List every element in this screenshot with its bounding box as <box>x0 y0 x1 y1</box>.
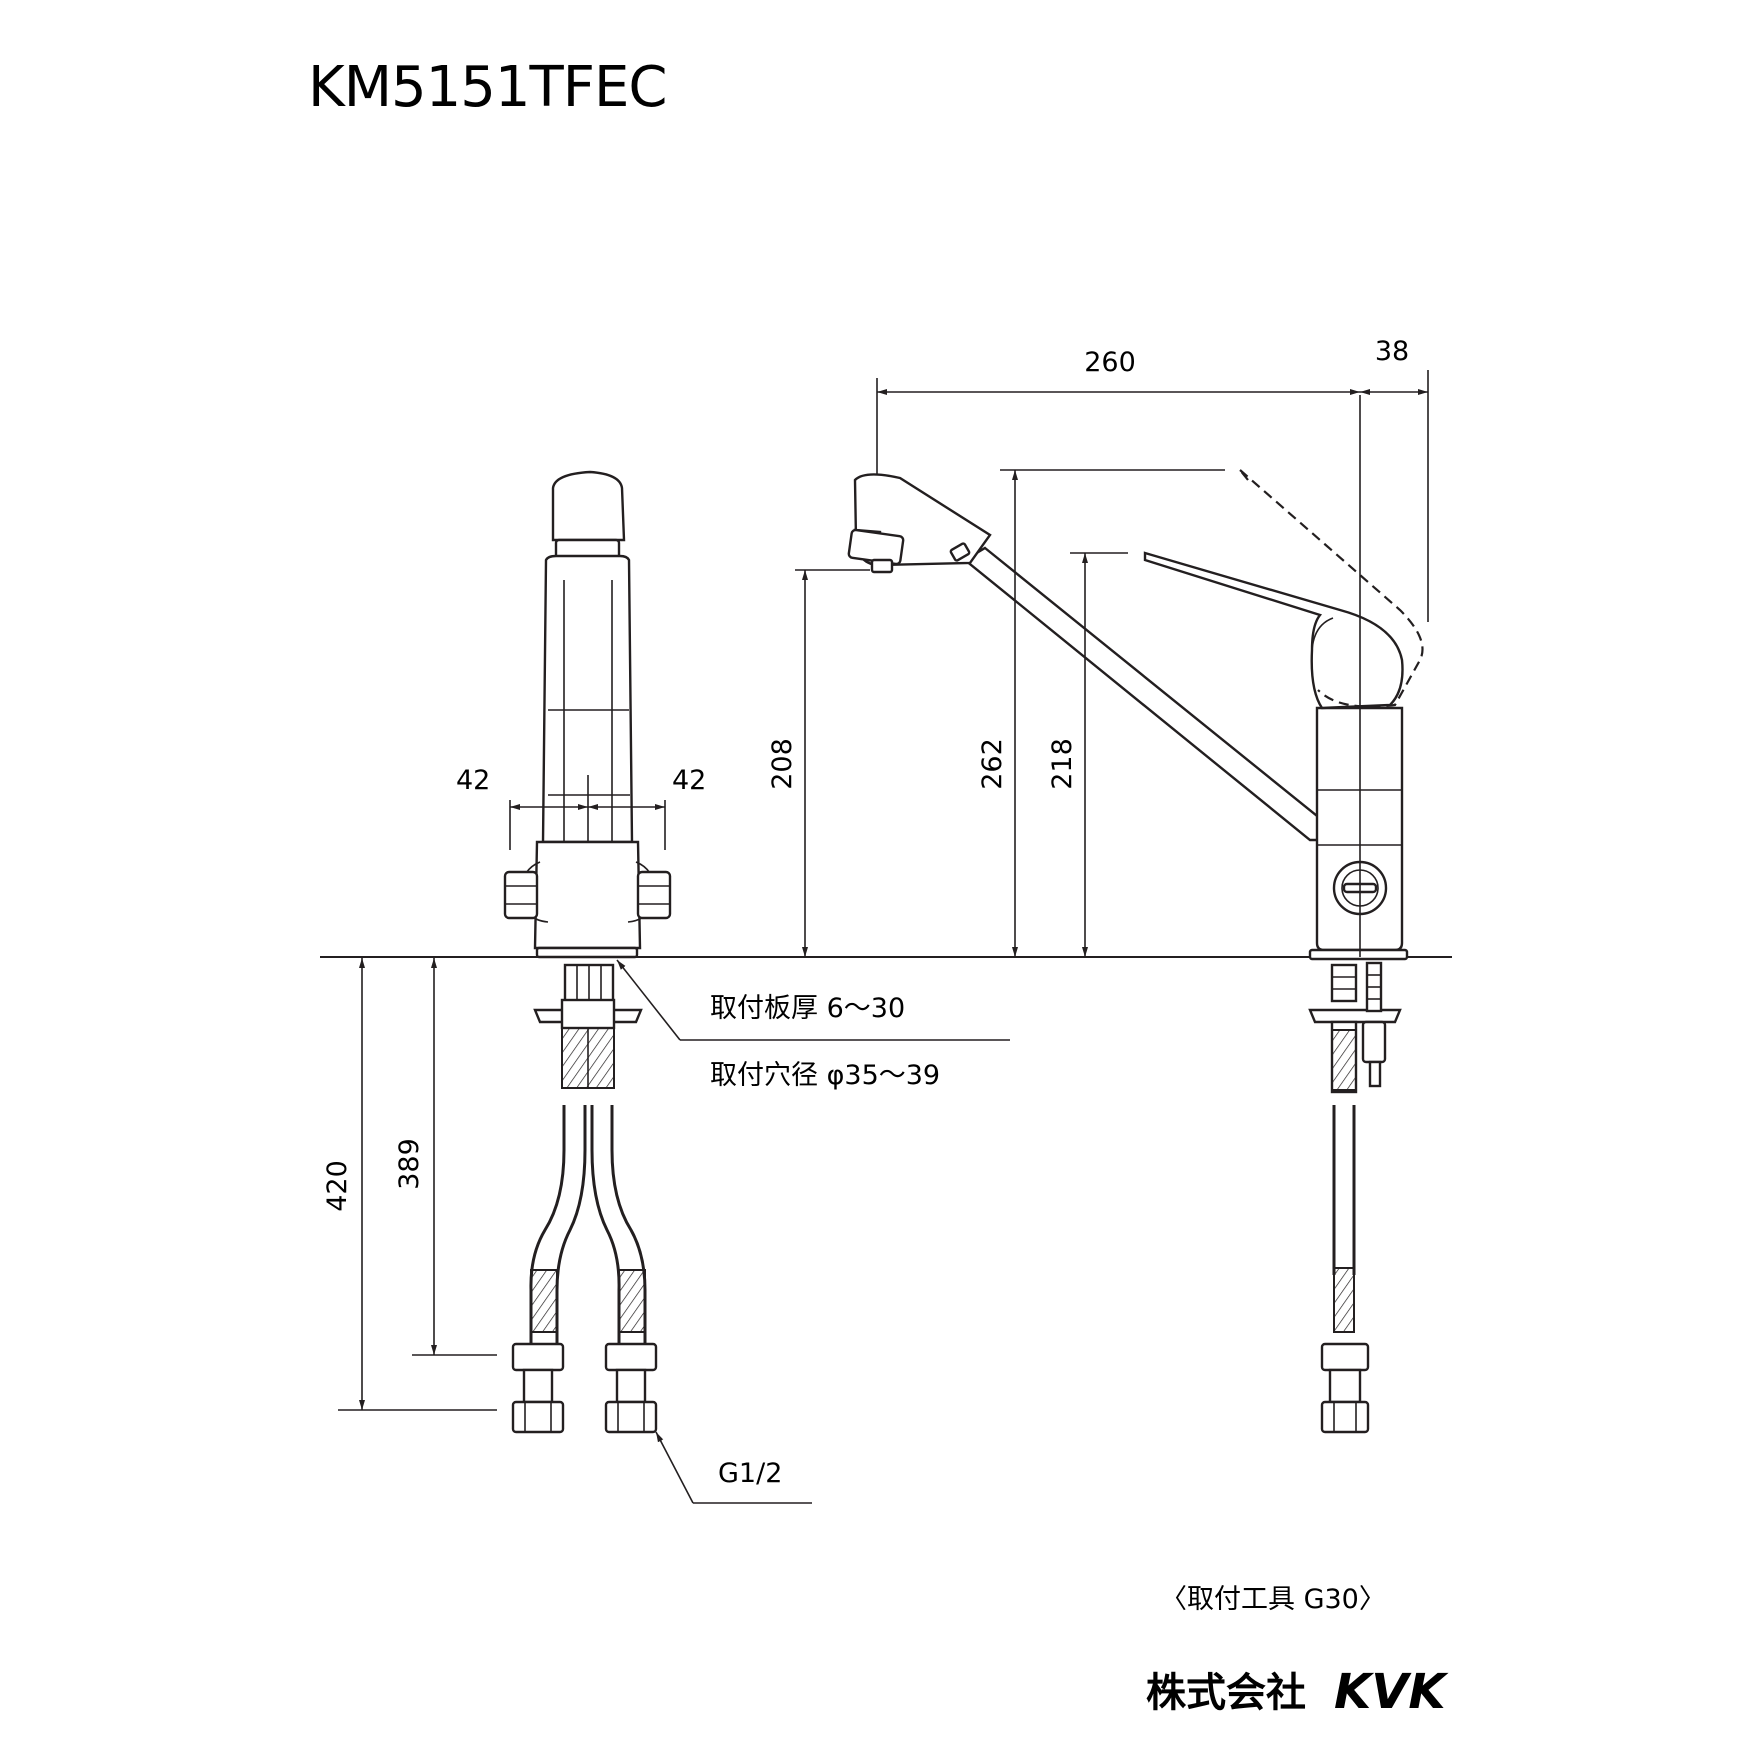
front-width-dimension: 42 42 <box>456 765 706 850</box>
dim-front-left-label: 42 <box>456 765 490 796</box>
company-name-jp: 株式会社 <box>1146 1670 1306 1716</box>
dim-260-label: 260 <box>1084 347 1136 378</box>
connection-note: G1/2 <box>655 1431 812 1504</box>
company-name-kvk: KVK <box>1334 1664 1449 1720</box>
dim-38-label: 38 <box>1375 336 1409 367</box>
mounting-notes: 取付板厚 6～30 取付穴径 φ35～39 <box>616 959 1010 1091</box>
hose-length-dimension: 420 389 <box>322 958 497 1411</box>
company-logo: 株式会社 KVK <box>1146 1664 1449 1720</box>
dim-208-label: 208 <box>767 738 798 790</box>
side-view-faucet <box>847 395 1424 1434</box>
dim-420-label: 420 <box>322 1160 353 1212</box>
dim-389-label: 389 <box>394 1138 425 1190</box>
hole-diameter-note: 取付穴径 φ35～39 <box>710 1060 940 1091</box>
height-dimensions: 208 262 218 <box>767 469 1225 957</box>
spout-reach-dimension: 260 38 <box>876 336 1429 622</box>
dim-218-label: 218 <box>1047 738 1078 790</box>
front-view-faucet <box>503 470 672 1434</box>
tool-note: 〈取付工具 G30〉 <box>1160 1584 1386 1615</box>
dim-262-label: 262 <box>977 738 1008 790</box>
plate-thickness-note: 取付板厚 6～30 <box>710 993 905 1024</box>
dim-front-right-label: 42 <box>672 765 706 796</box>
connection-label: G1/2 <box>718 1458 782 1489</box>
model-title: KM5151TFEC <box>308 55 666 120</box>
